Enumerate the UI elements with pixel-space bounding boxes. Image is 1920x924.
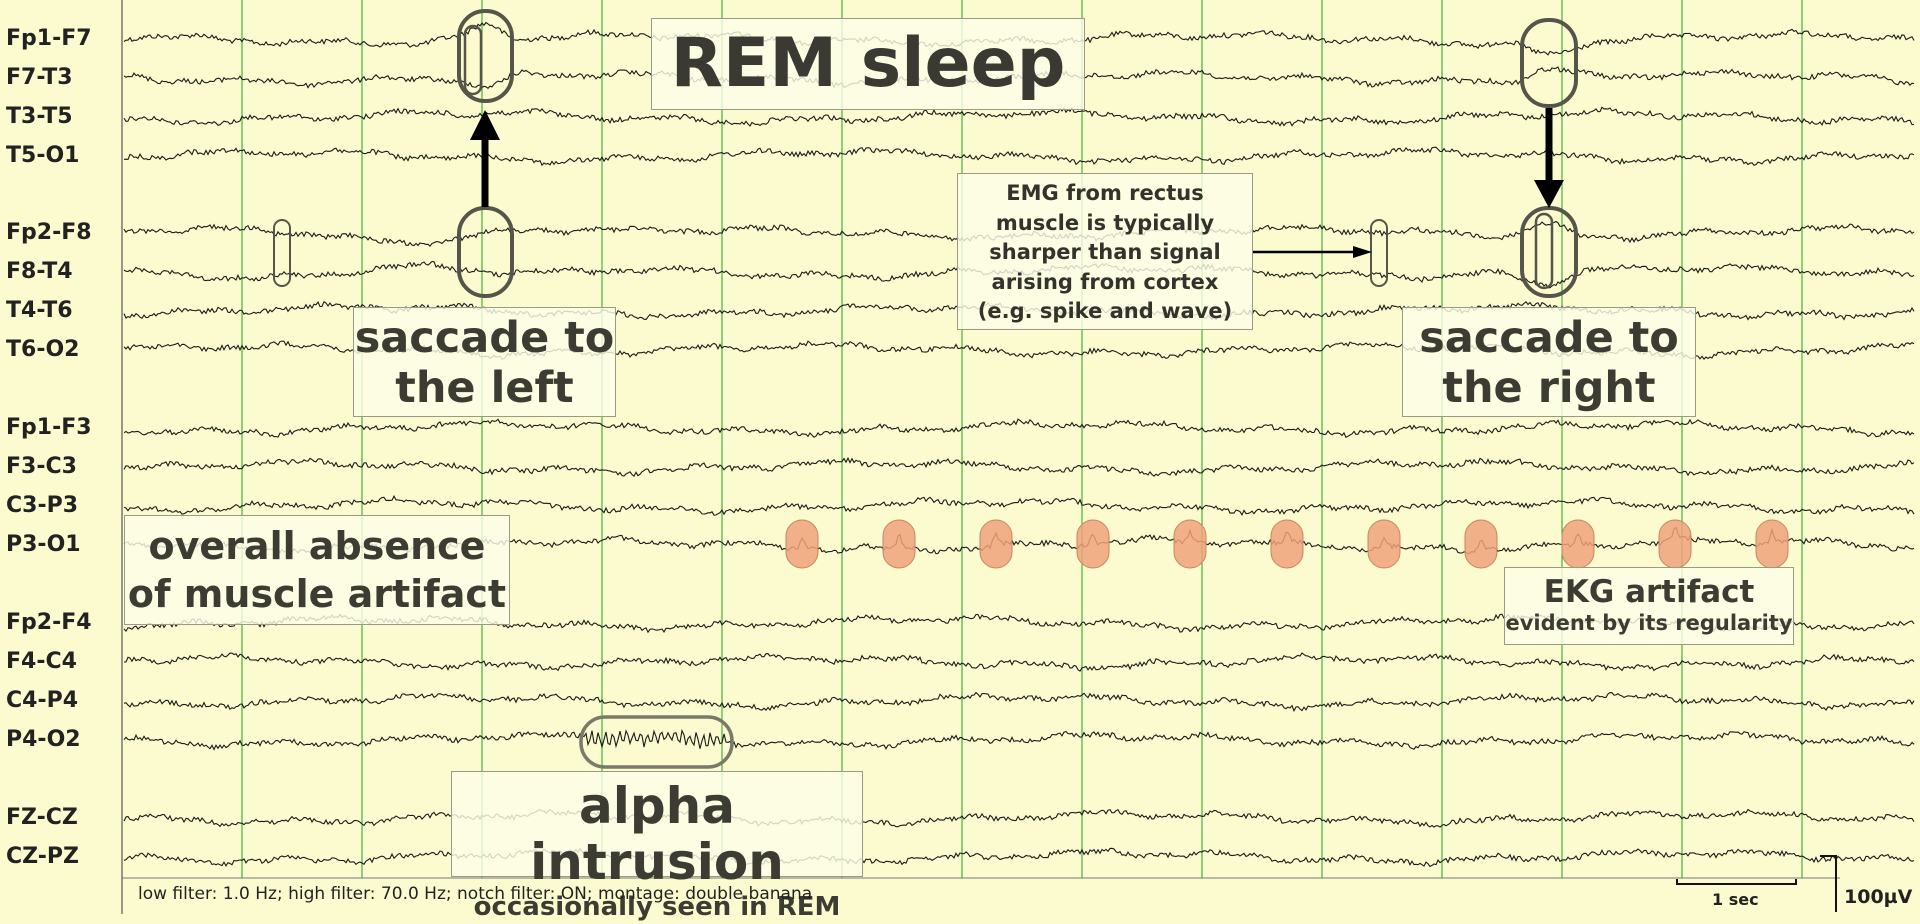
emg-highlight: [1534, 212, 1554, 290]
ekg-marker: [1367, 519, 1401, 569]
emg-annotation: EMG from rectus muscle is typically shar…: [957, 173, 1253, 330]
annotation-line: the left: [395, 363, 574, 413]
alpha-intrusion-annotation: alpha intrusion occasionally seen in REM: [451, 771, 863, 922]
ekg-marker: [979, 519, 1013, 569]
channel-label: Fp2-F8: [6, 220, 92, 245]
eeg-trace: [123, 418, 1915, 439]
channel-label: P3-O1: [6, 532, 81, 557]
arrow-up-head: [470, 110, 500, 140]
emg-highlight: [463, 24, 483, 96]
saccade-highlight: [457, 206, 514, 298]
annotation-line: EMG from rectus: [1006, 181, 1204, 205]
emg-arrow-head: [1353, 246, 1372, 258]
annotation-title: alpha intrusion: [530, 777, 784, 891]
ekg-marker: [1464, 519, 1498, 569]
eeg-trace: [123, 456, 1915, 477]
eeg-trace: [123, 847, 1915, 868]
annotation-line: saccade to: [1419, 313, 1679, 363]
ekg-marker: [1658, 519, 1692, 569]
time-scale-bar: [1676, 879, 1797, 885]
eeg-trace: [123, 691, 1915, 713]
ekg-marker: [1755, 519, 1789, 569]
channel-label: FZ-CZ: [6, 805, 78, 830]
annotation-line: of muscle artifact: [127, 572, 507, 616]
channel-label: F3-C3: [6, 454, 77, 479]
channel-label: T6-O2: [6, 337, 80, 362]
annotation-line: arising from cortex: [991, 269, 1219, 294]
channel-label: T3-T5: [6, 104, 73, 129]
amplitude-scale-label: 100µV: [1844, 886, 1913, 908]
eeg-trace: [123, 728, 1915, 751]
eeg-trace: [123, 146, 1915, 167]
eeg-trace: [123, 808, 1915, 828]
saccade-highlight: [1520, 18, 1578, 108]
saccade-left-annotation: saccade to the left: [353, 307, 616, 417]
channel-label: T4-T6: [6, 298, 73, 323]
channel-label: Fp1-F3: [6, 415, 92, 440]
channel-label: C3-P3: [6, 493, 79, 518]
ekg-annotation: EKG artifact evident by its regularity: [1504, 567, 1794, 645]
time-scale-label: 1 sec: [1712, 890, 1759, 909]
eeg-trace: [123, 495, 1915, 516]
ekg-marker: [1173, 519, 1207, 569]
channel-label: Fp1-F7: [6, 26, 92, 51]
page-title: REM sleep: [670, 24, 1066, 103]
channel-label: C4-P4: [6, 688, 79, 713]
channel-label: F4-C4: [6, 649, 77, 674]
channel-label: CZ-PZ: [6, 844, 79, 869]
annotation-line: saccade to: [354, 313, 615, 363]
arrow-down-head: [1534, 180, 1564, 208]
eeg-trace: [123, 106, 1915, 127]
annotation-title: EKG artifact: [1543, 574, 1755, 610]
annotation-line: the right: [1442, 363, 1656, 413]
ekg-marker: [1561, 519, 1595, 569]
ekg-marker: [785, 519, 819, 569]
ekg-marker: [1076, 519, 1110, 569]
amplitude-scale-bar: [1820, 855, 1837, 912]
ekg-marker: [882, 519, 916, 569]
saccade-highlight: [457, 9, 514, 103]
eeg-trace: [124, 652, 1915, 672]
ekg-marker: [1270, 519, 1304, 569]
channel-label: F8-T4: [6, 259, 73, 284]
channel-label: T5-O1: [6, 143, 80, 168]
annotation-line: sharper than signal: [989, 240, 1221, 264]
alpha-highlight: [579, 715, 734, 769]
channel-label: F7-T3: [6, 65, 73, 90]
saccade-right-annotation: saccade to the right: [1402, 307, 1696, 417]
emg-highlight: [273, 219, 291, 287]
page-title-box: REM sleep: [651, 18, 1085, 110]
emg-highlight: [1370, 219, 1388, 287]
muscle-artifact-annotation: overall absence of muscle artifact: [124, 515, 510, 625]
annotation-line: muscle is typically: [995, 210, 1215, 235]
annotation-subtitle: evident by its regularity: [1505, 611, 1793, 635]
annotation-line: overall absence: [148, 524, 486, 568]
annotation-line: (e.g. spike and wave): [977, 299, 1233, 323]
filter-settings-text: low filter: 1.0 Hz; high filter: 70.0 Hz…: [138, 884, 813, 904]
channel-label: Fp2-F4: [6, 610, 92, 635]
channel-label: P4-O2: [6, 727, 81, 752]
